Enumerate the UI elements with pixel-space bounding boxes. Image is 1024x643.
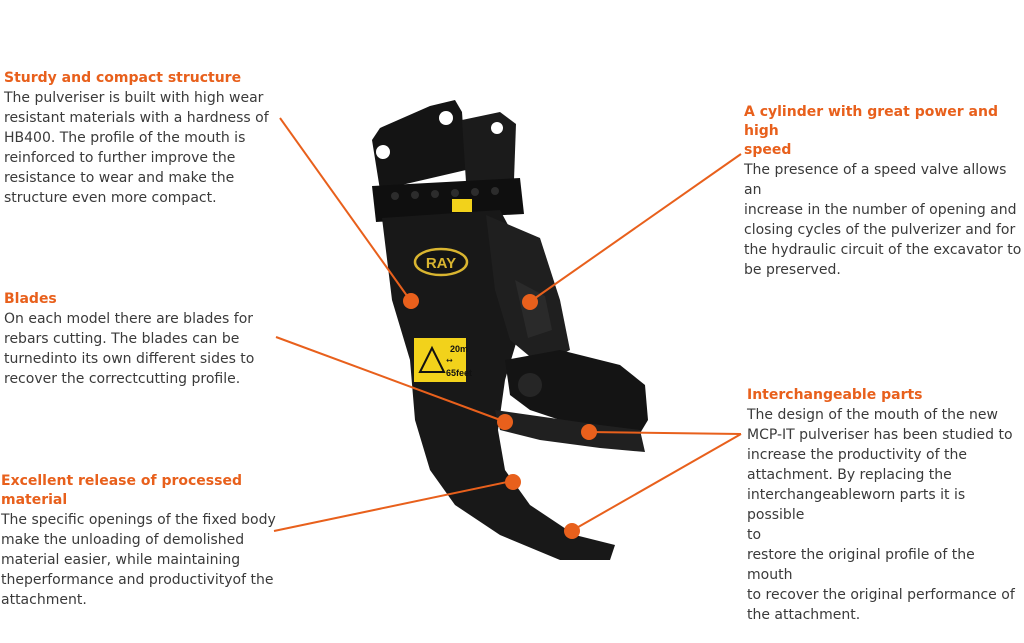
feature-title: A cylinder with great power and high spe… (744, 104, 998, 158)
feature-blades: Blades On each model there are blades fo… (4, 290, 279, 389)
callout-dot-blades (497, 414, 513, 430)
callout-line-parts-top (587, 431, 742, 435)
feature-title: Sturdy and compact structure (4, 70, 242, 86)
feature-title: Blades (4, 291, 57, 307)
pulveriser-body (372, 100, 648, 560)
feature-description: On each model there are blades for rebar… (4, 311, 255, 387)
callout-dot-cylinder (522, 294, 538, 310)
warning-distance-feet: 65feet (446, 368, 472, 378)
svg-text:↔: ↔ (446, 356, 453, 365)
callout-line-release (273, 480, 513, 532)
feature-title: Interchangeable parts (747, 387, 923, 403)
warning-label: 20m ↔ 65feet (414, 338, 472, 382)
feature-description: The presence of a speed valve allows an … (744, 162, 1022, 278)
callout-dot-structure (403, 293, 419, 309)
feature-parts: Interchangeable parts The design of the … (747, 386, 1023, 625)
callout-line-blades (275, 336, 504, 422)
feature-cylinder: A cylinder with great power and high spe… (744, 103, 1022, 280)
feature-structure: Sturdy and compact structure The pulveri… (4, 69, 284, 208)
warning-distance-meters: 20m (450, 344, 468, 354)
small-label (452, 199, 472, 212)
feature-description: The specific openings of the fixed body … (1, 512, 276, 608)
callout-dot-release (505, 474, 521, 490)
ray-logo: RAY (413, 247, 469, 277)
feature-description: The design of the mouth of the new MCP-I… (747, 407, 1015, 623)
callout-line-structure (279, 117, 411, 301)
callout-line-cylinder (530, 153, 742, 302)
feature-description: The pulveriser is built with high wear r… (4, 90, 269, 206)
logo-text: RAY (426, 255, 456, 272)
feature-release: Excellent release of processed material … (1, 472, 291, 610)
callout-dot-parts-top (581, 424, 597, 440)
callout-dot-parts-bottom (564, 523, 580, 539)
feature-title: Excellent release of processed material (1, 473, 242, 508)
callout-line-parts-bottom (572, 433, 742, 531)
